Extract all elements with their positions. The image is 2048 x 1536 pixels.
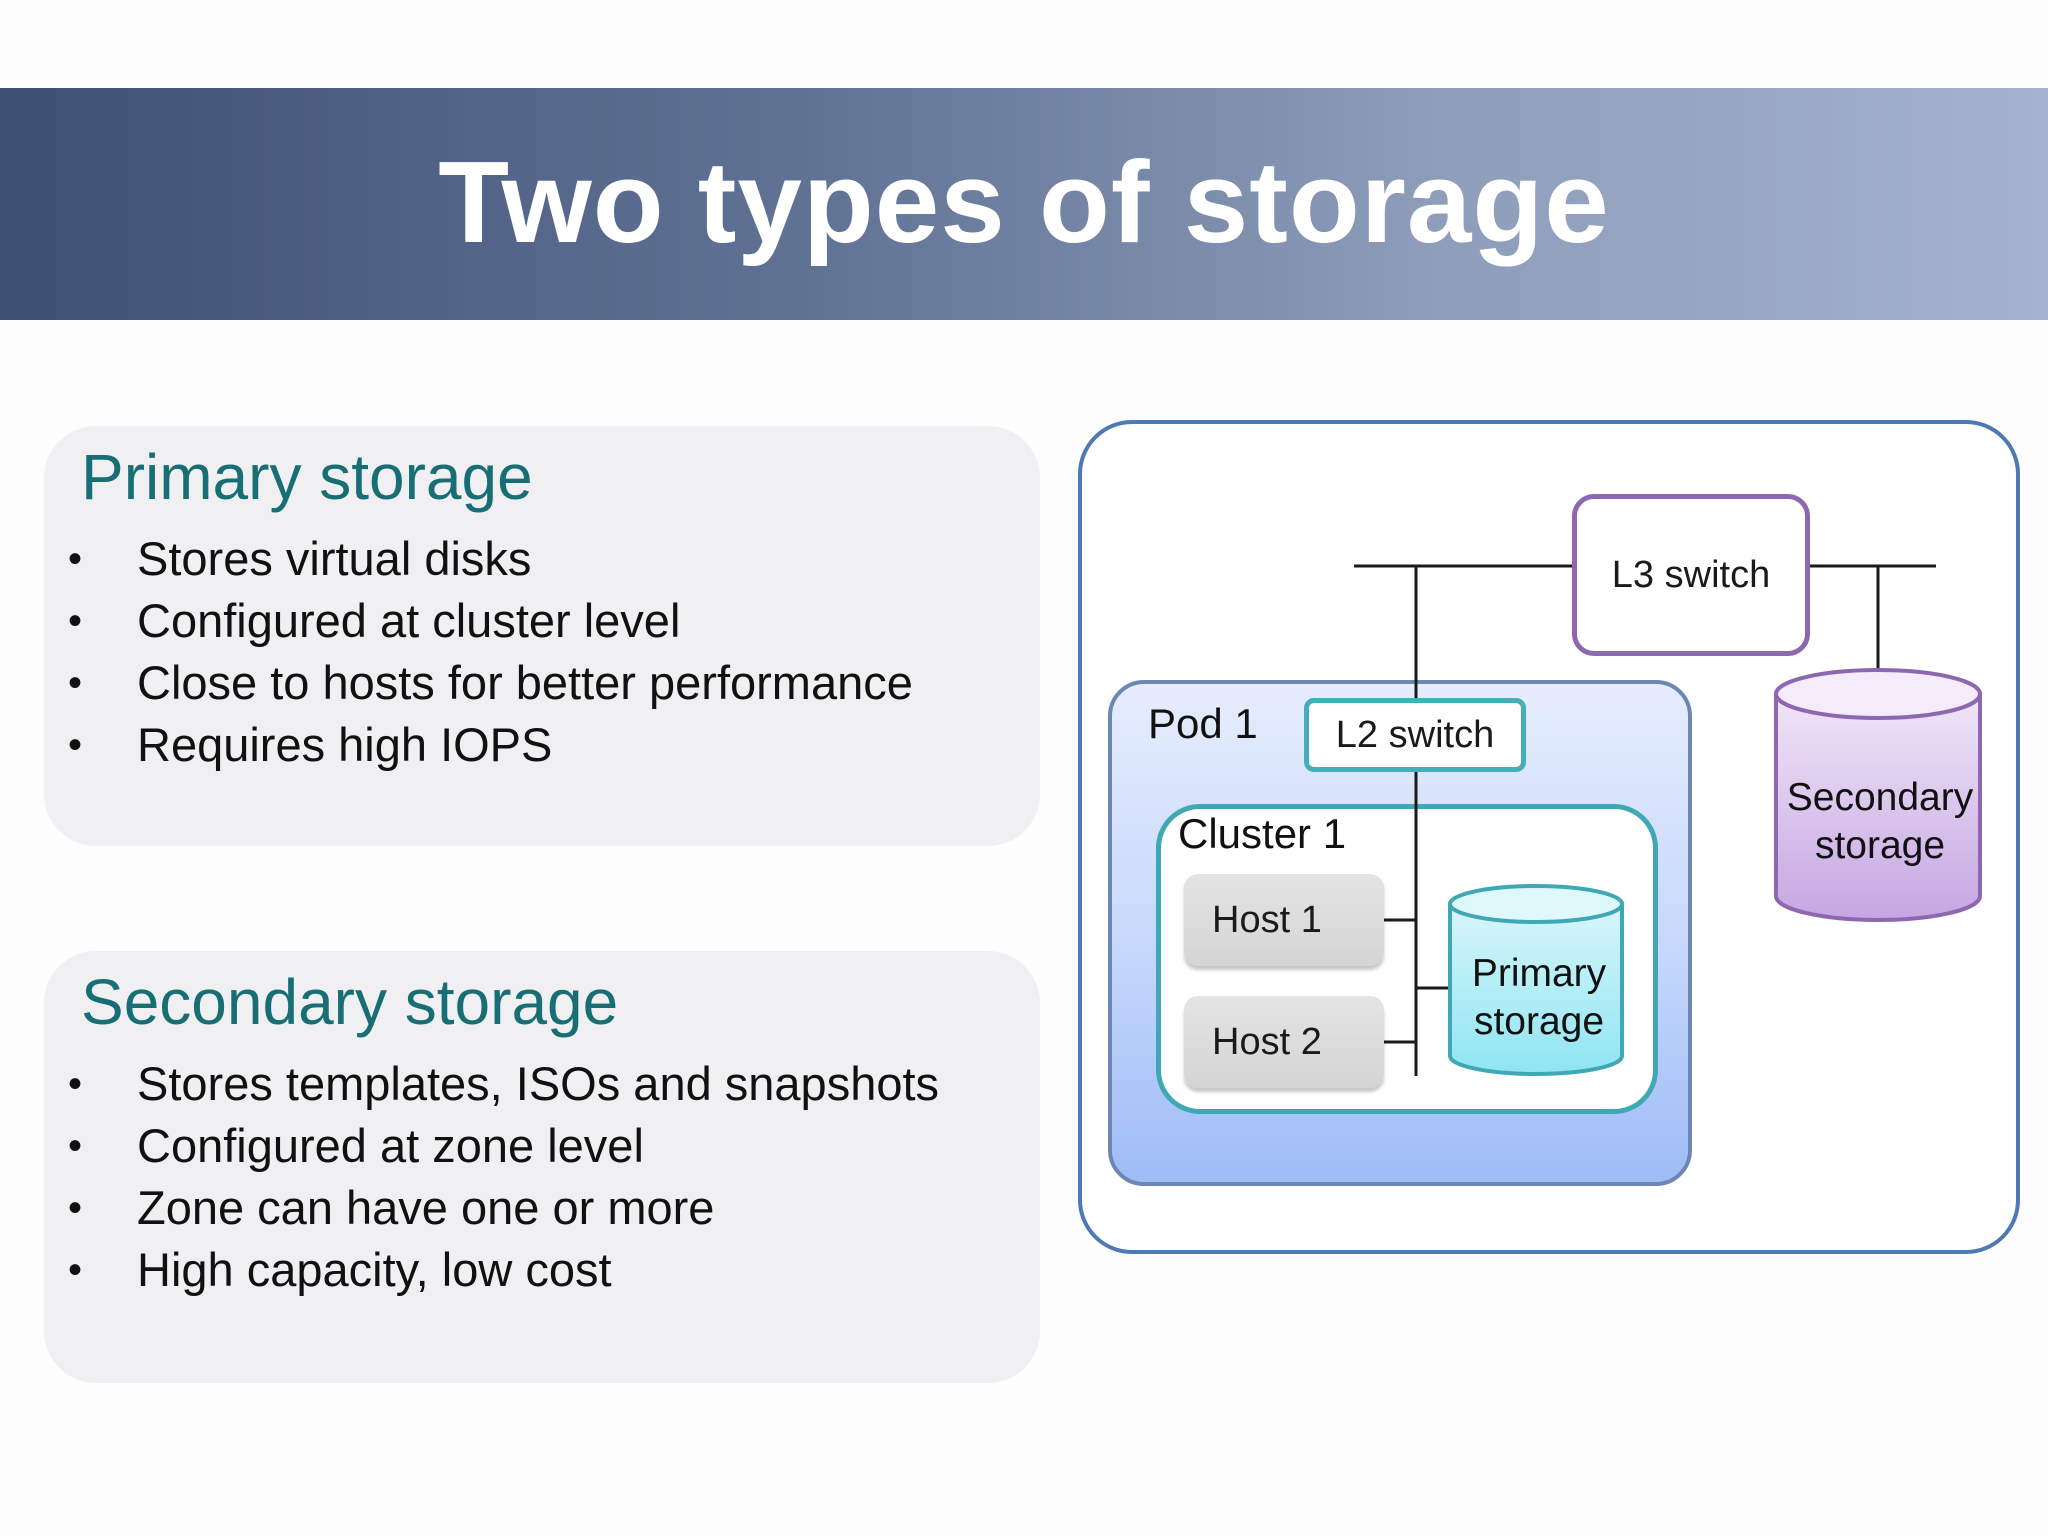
list-item-text: Stores virtual disks — [137, 532, 532, 585]
secondary-storage-panel: Secondary storage • Stores templates, IS… — [44, 951, 1040, 1383]
l2-switch: L2 switch — [1304, 698, 1526, 772]
list-item-text: Configured at cluster level — [137, 594, 681, 647]
bullet-icon: • — [67, 1124, 82, 1168]
secondary-storage-label-line2: storage — [1814, 824, 1946, 867]
cluster-label: Cluster 1 — [1178, 810, 1347, 857]
bullet-icon: • — [67, 537, 82, 581]
l2-switch-label: L2 switch — [1335, 713, 1495, 756]
list-item-text: Zone can have one or more — [137, 1181, 715, 1234]
secondary-storage-label-line1: Secondary — [1786, 776, 1974, 819]
bullet-icon: • — [67, 723, 82, 767]
slide-title: Two types of storage — [438, 137, 1610, 267]
secondary-storage-cylinder — [1774, 668, 1982, 922]
primary-storage-label-line1: Primary — [1471, 952, 1607, 995]
list-item-text: Configured at zone level — [137, 1119, 644, 1172]
host-1-label: Host 1 — [1212, 898, 1322, 941]
bullet-icon: • — [67, 661, 82, 705]
list-item-text: Close to hosts for better performance — [137, 656, 913, 709]
pod-label: Pod 1 — [1148, 700, 1258, 747]
list-item-text: Stores templates, ISOs and snapshots — [137, 1057, 940, 1110]
secondary-storage-heading: Secondary storage — [81, 966, 619, 1038]
bullet-icon: • — [67, 599, 82, 643]
bullet-icon: • — [67, 1248, 82, 1292]
primary-storage-label-line2: storage — [1473, 1000, 1605, 1043]
list-item-text: Requires high IOPS — [137, 718, 553, 771]
primary-storage-heading: Primary storage — [81, 441, 533, 513]
host-2: Host 2 — [1184, 996, 1384, 1088]
primary-storage-cylinder — [1448, 884, 1624, 1076]
host-1: Host 1 — [1184, 874, 1384, 966]
secondary-storage-label: Secondary storage — [1770, 774, 1990, 870]
host-2-label: Host 2 — [1212, 1020, 1322, 1063]
l3-switch: L3 switch — [1572, 494, 1810, 656]
primary-storage-label: Primary storage — [1446, 950, 1632, 1046]
bullet-icon: • — [67, 1186, 82, 1230]
title-bar: Two types of storage — [0, 88, 2048, 320]
list-item-text: High capacity, low cost — [137, 1243, 612, 1296]
l3-switch-label: L3 switch — [1611, 553, 1771, 596]
primary-storage-panel: Primary storage • Stores virtual disks •… — [44, 426, 1040, 846]
bullet-icon: • — [67, 1062, 82, 1106]
